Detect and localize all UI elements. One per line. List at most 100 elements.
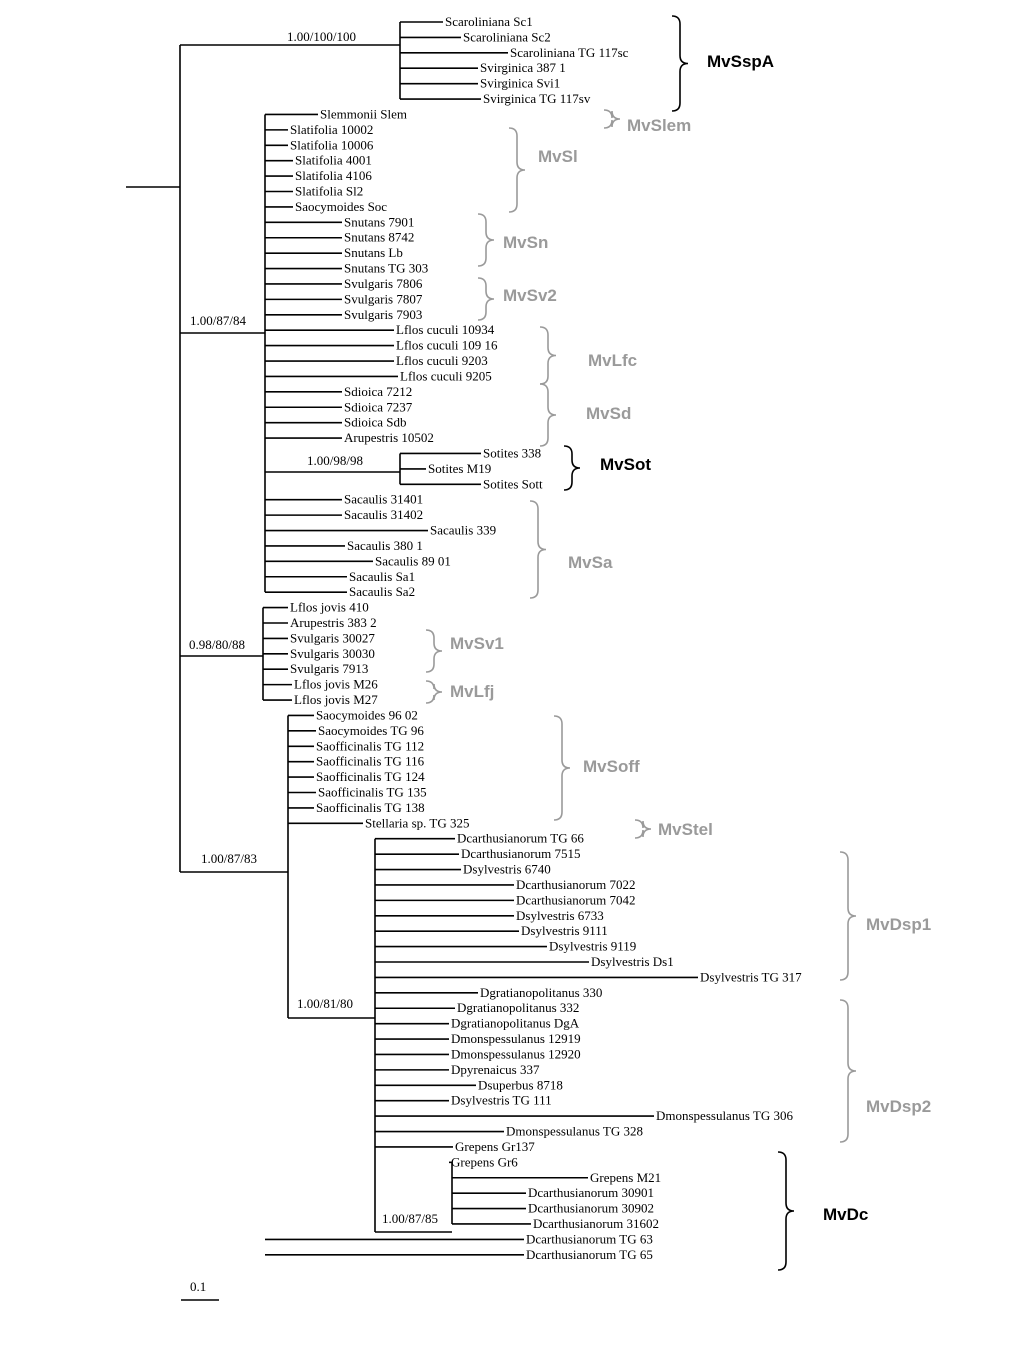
tip-label: Grepens Gr6 xyxy=(451,1154,518,1169)
tip-label: Svulgaris 30027 xyxy=(290,630,375,645)
tip-label: Sdioica Sdb xyxy=(344,415,406,430)
support-value: 1.00/87/83 xyxy=(201,851,257,866)
clade-brace xyxy=(539,383,557,447)
tip-label: Dcarthusianorum TG 63 xyxy=(526,1231,653,1246)
tip-label: Sacaulis Sa2 xyxy=(349,584,415,599)
clade-brace xyxy=(539,326,557,385)
clade-label: MvDsp1 xyxy=(866,915,931,934)
tip-label: Sacaulis 31402 xyxy=(344,507,423,522)
tip-label: Scaroliniana Sc2 xyxy=(463,29,551,44)
tip-label: Sacaulis 89 01 xyxy=(375,553,451,568)
tip-label: Svirginica 387 1 xyxy=(480,60,566,75)
tip-label: Scaroliniana TG 117sc xyxy=(510,45,629,60)
tip-label: Dsylvestris TG 317 xyxy=(700,969,802,984)
tip-label: Scaroliniana Sc1 xyxy=(445,14,533,29)
tip-label: Saofficinalis TG 135 xyxy=(318,785,427,800)
clade-brace xyxy=(477,277,495,321)
tip-label: Dsylvestris 6733 xyxy=(516,908,604,923)
support-value: 1.00/98/98 xyxy=(307,453,363,468)
support-value: 1.00/87/85 xyxy=(382,1211,438,1226)
tip-label: Dsylvestris 9119 xyxy=(549,939,636,954)
clade-brace xyxy=(553,715,571,821)
support-value: 1.00/81/80 xyxy=(297,996,353,1011)
tip-label: Dsylvestris 6740 xyxy=(463,862,551,877)
tip-label: Dcarthusianorum 7515 xyxy=(461,846,581,861)
clade-annotations: MvSspAMvSlemMvSlMvSnMvSv2MvLfcMvSdMvSotM… xyxy=(425,15,931,1271)
tip-label: Sotites 338 xyxy=(483,445,541,460)
clade-brace xyxy=(425,680,443,704)
tip-label: Dcarthusianorum 30901 xyxy=(528,1185,654,1200)
clade-label: MvLfj xyxy=(450,682,494,701)
tip-label: Svirginica TG 117sv xyxy=(483,91,591,106)
tip-label: Dcarthusianorum 30902 xyxy=(528,1201,654,1216)
tip-label: Lflos jovis M26 xyxy=(294,677,378,692)
tip-label: Sotites M19 xyxy=(428,461,491,476)
tip-label: Saofficinalis TG 116 xyxy=(316,754,425,769)
clade-label: MvSv2 xyxy=(503,286,557,305)
tip-label: Sacaulis 339 xyxy=(430,523,496,538)
tip-label: Dcarthusianorum 7022 xyxy=(516,877,636,892)
tip-label: Lflos cuculi 109 16 xyxy=(396,338,498,353)
support-value: 1.00/87/84 xyxy=(190,313,246,328)
support-values: 1.00/100/100 1.00/87/84 1.00/98/98 0.98/80/… xyxy=(189,29,438,1226)
tip-label: Snutans TG 303 xyxy=(344,261,428,276)
clade-label: MvStel xyxy=(658,820,713,839)
clade-label: MvDc xyxy=(823,1205,868,1224)
tip-label: Slatifolia Sl2 xyxy=(295,184,363,199)
tip-label: Saofficinalis TG 112 xyxy=(316,738,424,753)
tip-label: Slatifolia 10006 xyxy=(290,137,374,152)
clade-label: MvSd xyxy=(586,404,631,423)
tip-label: Snutans 8742 xyxy=(344,230,414,245)
tip-label: Saocymoides Soc xyxy=(295,199,387,214)
tip-label: Svulgaris 7806 xyxy=(344,276,423,291)
clade-brace xyxy=(603,109,621,129)
tip-label: Arupestris 383 2 xyxy=(290,615,377,630)
tip-label: Grepens Gr137 xyxy=(455,1139,535,1154)
tip-label: Dmonspessulanus TG 306 xyxy=(656,1108,793,1123)
tip-label: Lflos cuculi 10934 xyxy=(396,322,495,337)
clade-brace xyxy=(563,445,581,491)
tip-label: Arupestris 10502 xyxy=(344,430,434,445)
clade-label: MvSlem xyxy=(627,116,691,135)
tip-label: Dgratianopolitanus 330 xyxy=(480,985,602,1000)
clade-label: MvSv1 xyxy=(450,634,504,653)
tip-label: Svirginica Svi1 xyxy=(480,76,560,91)
support-value: 1.00/100/100 xyxy=(287,29,356,44)
support-value: 0.98/80/88 xyxy=(189,637,245,652)
tip-label: Dcarthusianorum 7042 xyxy=(516,892,636,907)
tip-label: Svulgaris 30030 xyxy=(290,646,375,661)
clade-label: MvDsp2 xyxy=(866,1097,931,1116)
tip-label: Snutans Lb xyxy=(344,245,403,260)
clade-label: MvSn xyxy=(503,233,548,252)
scale-bar-label: 0.1 xyxy=(190,1279,206,1294)
tip-label: Stellaria sp. TG 325 xyxy=(365,815,469,830)
tip-label: Lflos jovis M27 xyxy=(294,692,378,707)
tip-label: Svulgaris 7913 xyxy=(290,661,368,676)
tip-label: Dcarthusianorum TG 66 xyxy=(457,831,584,846)
clade-brace xyxy=(839,851,857,981)
clade-brace xyxy=(508,127,526,213)
tip-label: Dcarthusianorum 31602 xyxy=(533,1216,659,1231)
tip-label: Dsylvestris Ds1 xyxy=(591,954,674,969)
tip-label: Slemmonii Slem xyxy=(320,106,407,121)
clade-label: MvSa xyxy=(568,553,613,572)
tip-label: Saofficinalis TG 124 xyxy=(316,769,425,784)
clade-brace xyxy=(529,500,547,599)
clade-brace xyxy=(634,819,652,839)
tip-label: Slatifolia 4001 xyxy=(295,153,372,168)
tip-label: Dmonspessulanus 12920 xyxy=(451,1046,581,1061)
tip-label: Dpyrenaicus 337 xyxy=(451,1062,540,1077)
tip-label: Slatifolia 4106 xyxy=(295,168,372,183)
tip-label: Sdioica 7212 xyxy=(344,384,412,399)
tip-label: Svulgaris 7807 xyxy=(344,291,423,306)
tip-label: Lflos cuculi 9205 xyxy=(400,368,492,383)
clade-label: MvSspA xyxy=(707,52,774,71)
tip-label: Dgratianopolitanus 332 xyxy=(457,1000,579,1015)
tip-label: Dsylvestris TG 111 xyxy=(451,1093,552,1108)
tip-label: Sacaulis 380 1 xyxy=(347,538,423,553)
clade-brace xyxy=(477,213,495,267)
tip-label: Saocymoides 96 02 xyxy=(316,707,418,722)
clade-label: MvSoff xyxy=(583,757,640,776)
